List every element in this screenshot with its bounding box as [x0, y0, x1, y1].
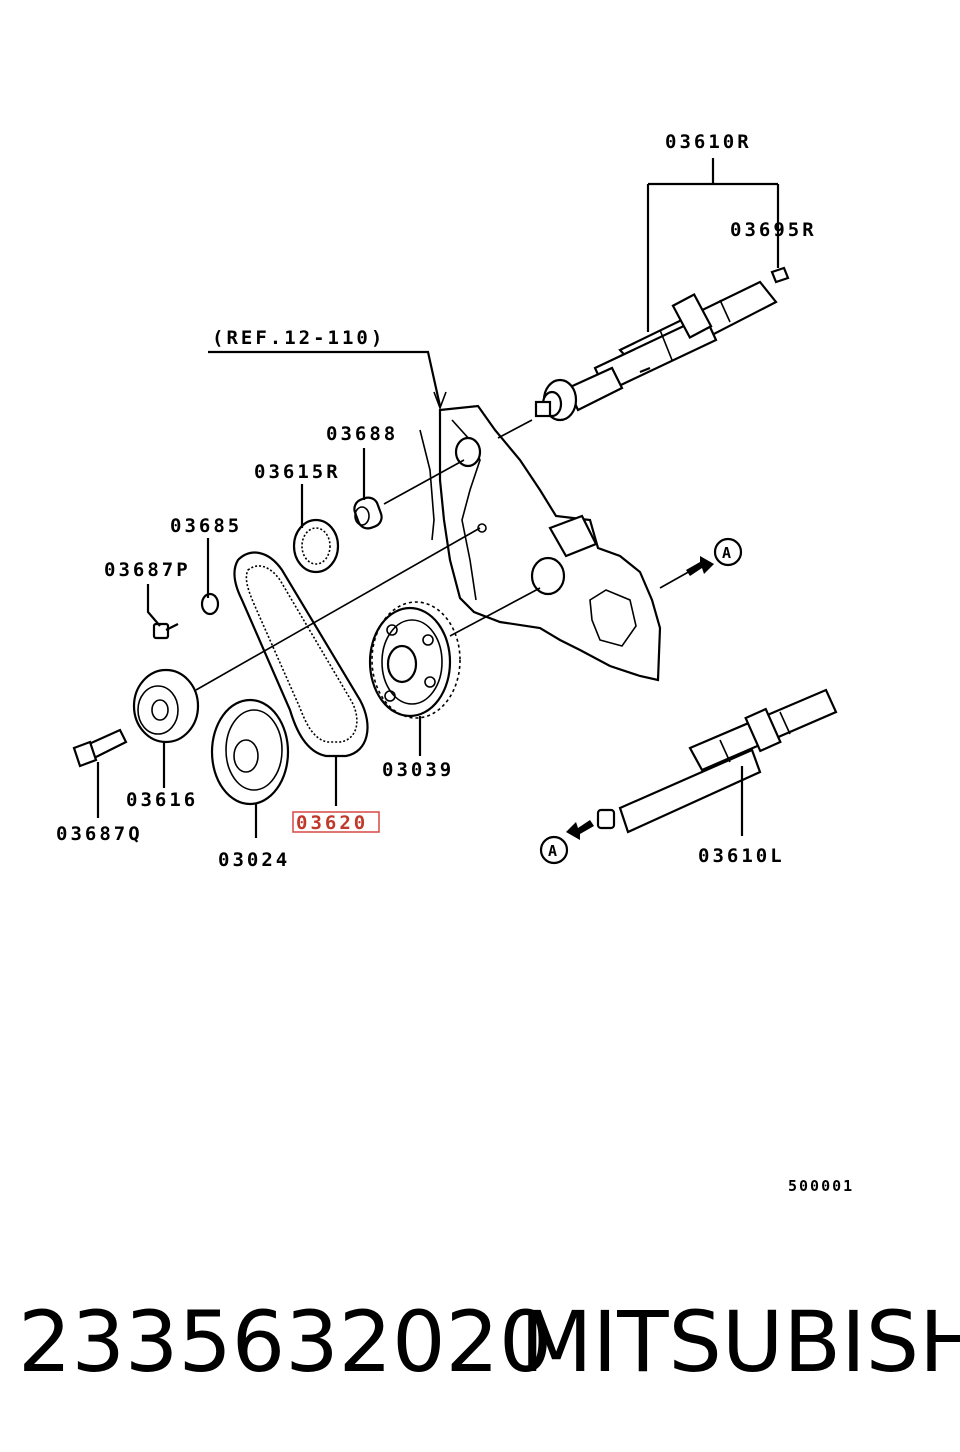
label-03024[interactable]: 03024	[218, 849, 290, 871]
timing-case	[419, 404, 662, 682]
label-03615R[interactable]: 03615R	[254, 461, 341, 483]
footer: 2335632020 MITSUBISHI	[0, 1292, 960, 1402]
label-ref[interactable]: (REF.12-110)	[212, 327, 385, 349]
balance-shaft-left	[596, 688, 838, 834]
spacer-03688	[353, 496, 383, 530]
label-03039[interactable]: 03039	[382, 759, 454, 781]
label-03695R[interactable]: 03695R	[730, 219, 817, 241]
pulley-03615R	[292, 518, 340, 574]
part-number: 2335632020	[18, 1293, 553, 1391]
sprocket-03024	[210, 698, 290, 806]
tensioner-03616	[132, 668, 200, 744]
marker-a-bottom: A	[548, 842, 559, 860]
label-03685[interactable]: 03685	[170, 515, 242, 537]
label-03616[interactable]: 03616	[126, 789, 198, 811]
label-03688[interactable]: 03688	[326, 423, 398, 445]
highlight-box-03620	[292, 811, 380, 833]
brand-name: MITSUBISHI	[520, 1293, 960, 1391]
label-03620[interactable]: 03620	[296, 812, 368, 834]
bolt-03687Q	[72, 728, 128, 768]
sprocket-03039	[368, 601, 461, 719]
label-03610R[interactable]: 03610R	[665, 131, 752, 153]
label-03610L[interactable]: 03610L	[698, 845, 785, 867]
label-03687Q[interactable]: 03687Q	[56, 823, 143, 845]
diagram-code: 500001	[788, 1177, 854, 1195]
arrow-to-a-top	[686, 537, 743, 576]
center-lines	[195, 419, 693, 691]
marker-a-top: A	[722, 544, 733, 562]
balance-shaft-right	[534, 266, 790, 422]
washer-03685	[200, 592, 220, 616]
label-03687P[interactable]: 03687P	[104, 559, 191, 581]
leader-lines	[96, 158, 780, 838]
arrow-to-a-bottom	[539, 820, 594, 865]
bolt-03687P	[152, 622, 179, 640]
